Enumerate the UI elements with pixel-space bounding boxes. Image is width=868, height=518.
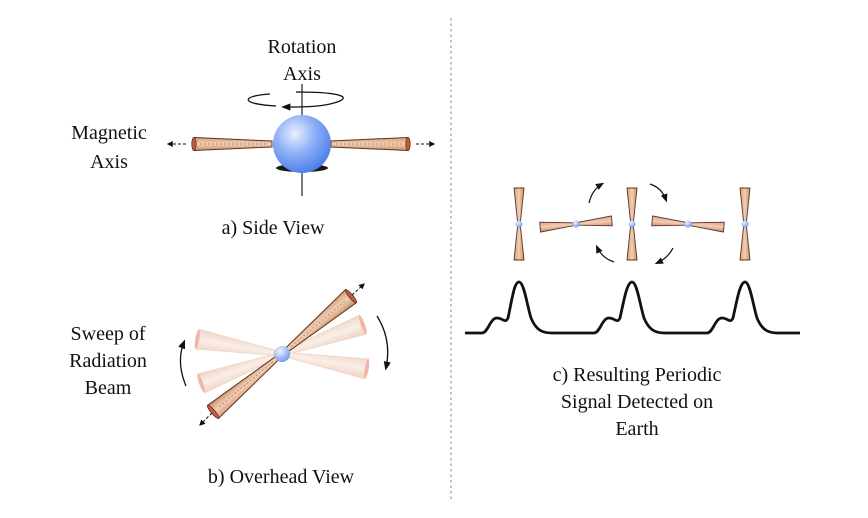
signal-caption-line1: c) Resulting Periodic [552,364,722,386]
sequence-arrow-1 [588,182,605,204]
sequence-arrow-4 [654,247,674,265]
rotation-axis-label-line1: Rotation [267,36,337,58]
rotation-arrow [247,91,344,107]
overhead-axis-arrow-upper [351,283,365,296]
periodic-signal-curve [465,280,800,335]
faded-beam [197,353,276,394]
signal-caption-line3: Earth [615,418,659,440]
left-beam [191,136,273,152]
sequence-pulsar-1 [513,187,525,261]
overhead-view-caption: b) Overhead View [207,466,355,488]
side-view-figure [166,84,436,196]
signal-caption-line2: Signal Detected on [560,391,714,413]
side-view-caption: a) Side View [221,217,325,239]
sequence-arrow-3 [595,244,615,263]
overhead-view-figure [178,283,391,426]
sequence-pulsar-5 [739,187,751,261]
magnetic-axis-label-line2: Axis [90,151,128,173]
sequence-pulsar-4 [651,215,725,233]
sequence-arrow-2 [649,183,668,203]
right-beam [330,136,411,152]
sweep-label-line2: Radiation [69,350,147,372]
faded-beam [288,352,370,380]
sequence-pulsar-2 [539,215,613,233]
sweep-arrow-left [178,339,187,387]
sweep-arrow-right [376,315,391,371]
sweep-label-line3: Beam [84,377,132,399]
signal-view-figure [465,182,800,335]
rotation-axis-label-line2: Axis [283,63,321,85]
sweep-label-line1: Sweep of [70,323,146,345]
overhead-star [274,346,290,362]
overhead-axis-arrow-lower [199,412,213,426]
sequence-pulsar-3 [626,187,638,261]
magnetic-axis-label-line1: Magnetic [71,122,147,144]
faded-beam [288,314,367,355]
neutron-star [273,115,331,173]
faded-beam [194,328,276,356]
